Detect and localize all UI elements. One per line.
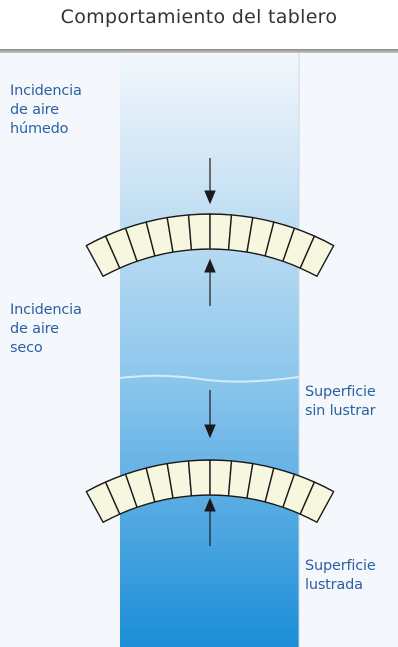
- arrow-up-top: [204, 258, 216, 306]
- board-segment: [209, 213, 233, 251]
- label-unpolished-line-2: sin lustrar: [305, 403, 376, 419]
- surface-crease: [119, 374, 300, 383]
- lower-board-segments: [85, 459, 335, 523]
- label-humid-air-line-3: húmedo: [10, 121, 69, 137]
- board-segment: [299, 481, 335, 523]
- label-humid-air-line-2: de aire: [10, 102, 59, 118]
- label-humid-air: Incidencia de aire húmedo: [10, 82, 82, 139]
- label-polished-line-1: Superficie: [305, 558, 376, 574]
- label-unpolished-surface: Superficie sin lustrar: [305, 383, 376, 421]
- board-segment: [187, 213, 211, 251]
- title-rule: [0, 49, 398, 53]
- arrow-up-bottom: [204, 497, 216, 546]
- label-unpolished-line-1: Superficie: [305, 384, 376, 400]
- label-dry-air: Incidencia de aire seco: [10, 301, 82, 358]
- board-segment: [299, 235, 335, 277]
- label-dry-air-line-3: seco: [10, 340, 43, 356]
- label-dry-air-line-2: de aire: [10, 321, 59, 337]
- air-column: [120, 53, 299, 647]
- arrow-down-bottom: [204, 390, 216, 439]
- upper-board-segments: [85, 213, 335, 277]
- arrow-down-top: [204, 158, 216, 205]
- label-humid-air-line-1: Incidencia: [10, 83, 82, 99]
- label-dry-air-line-1: Incidencia: [10, 302, 82, 318]
- board-segment: [187, 459, 211, 497]
- label-polished-line-2: lustrada: [305, 577, 363, 593]
- board-segment: [209, 459, 233, 497]
- label-polished-surface: Superficie lustrada: [305, 557, 376, 595]
- diagram-title: Comportamiento del tablero: [60, 6, 338, 28]
